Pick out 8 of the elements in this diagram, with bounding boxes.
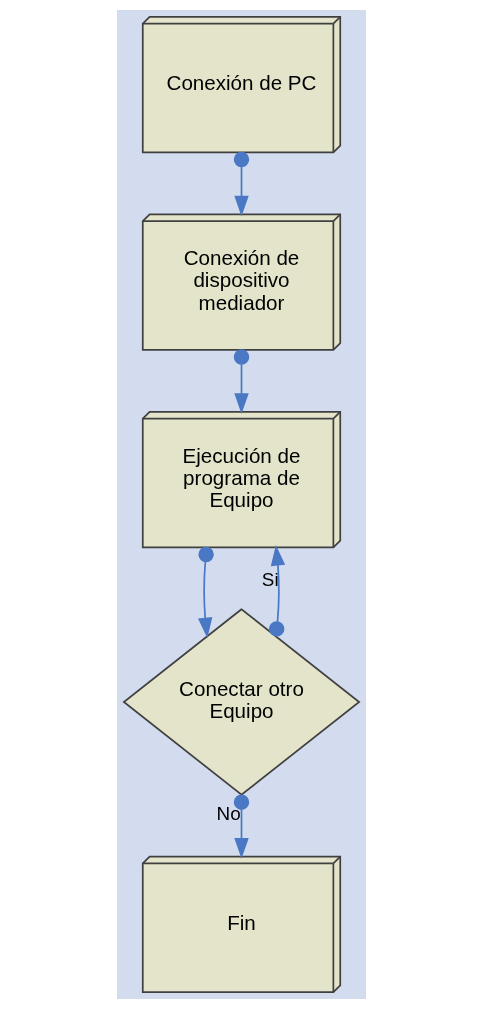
edge-label: No — [216, 803, 241, 825]
edge-label: Si — [261, 569, 279, 591]
node-diamond: Conectar otro Equipo — [122, 608, 360, 796]
arrow — [268, 545, 285, 637]
arrow — [233, 794, 249, 859]
arrow — [233, 349, 249, 414]
arrow — [233, 151, 249, 217]
arrow — [197, 546, 214, 639]
